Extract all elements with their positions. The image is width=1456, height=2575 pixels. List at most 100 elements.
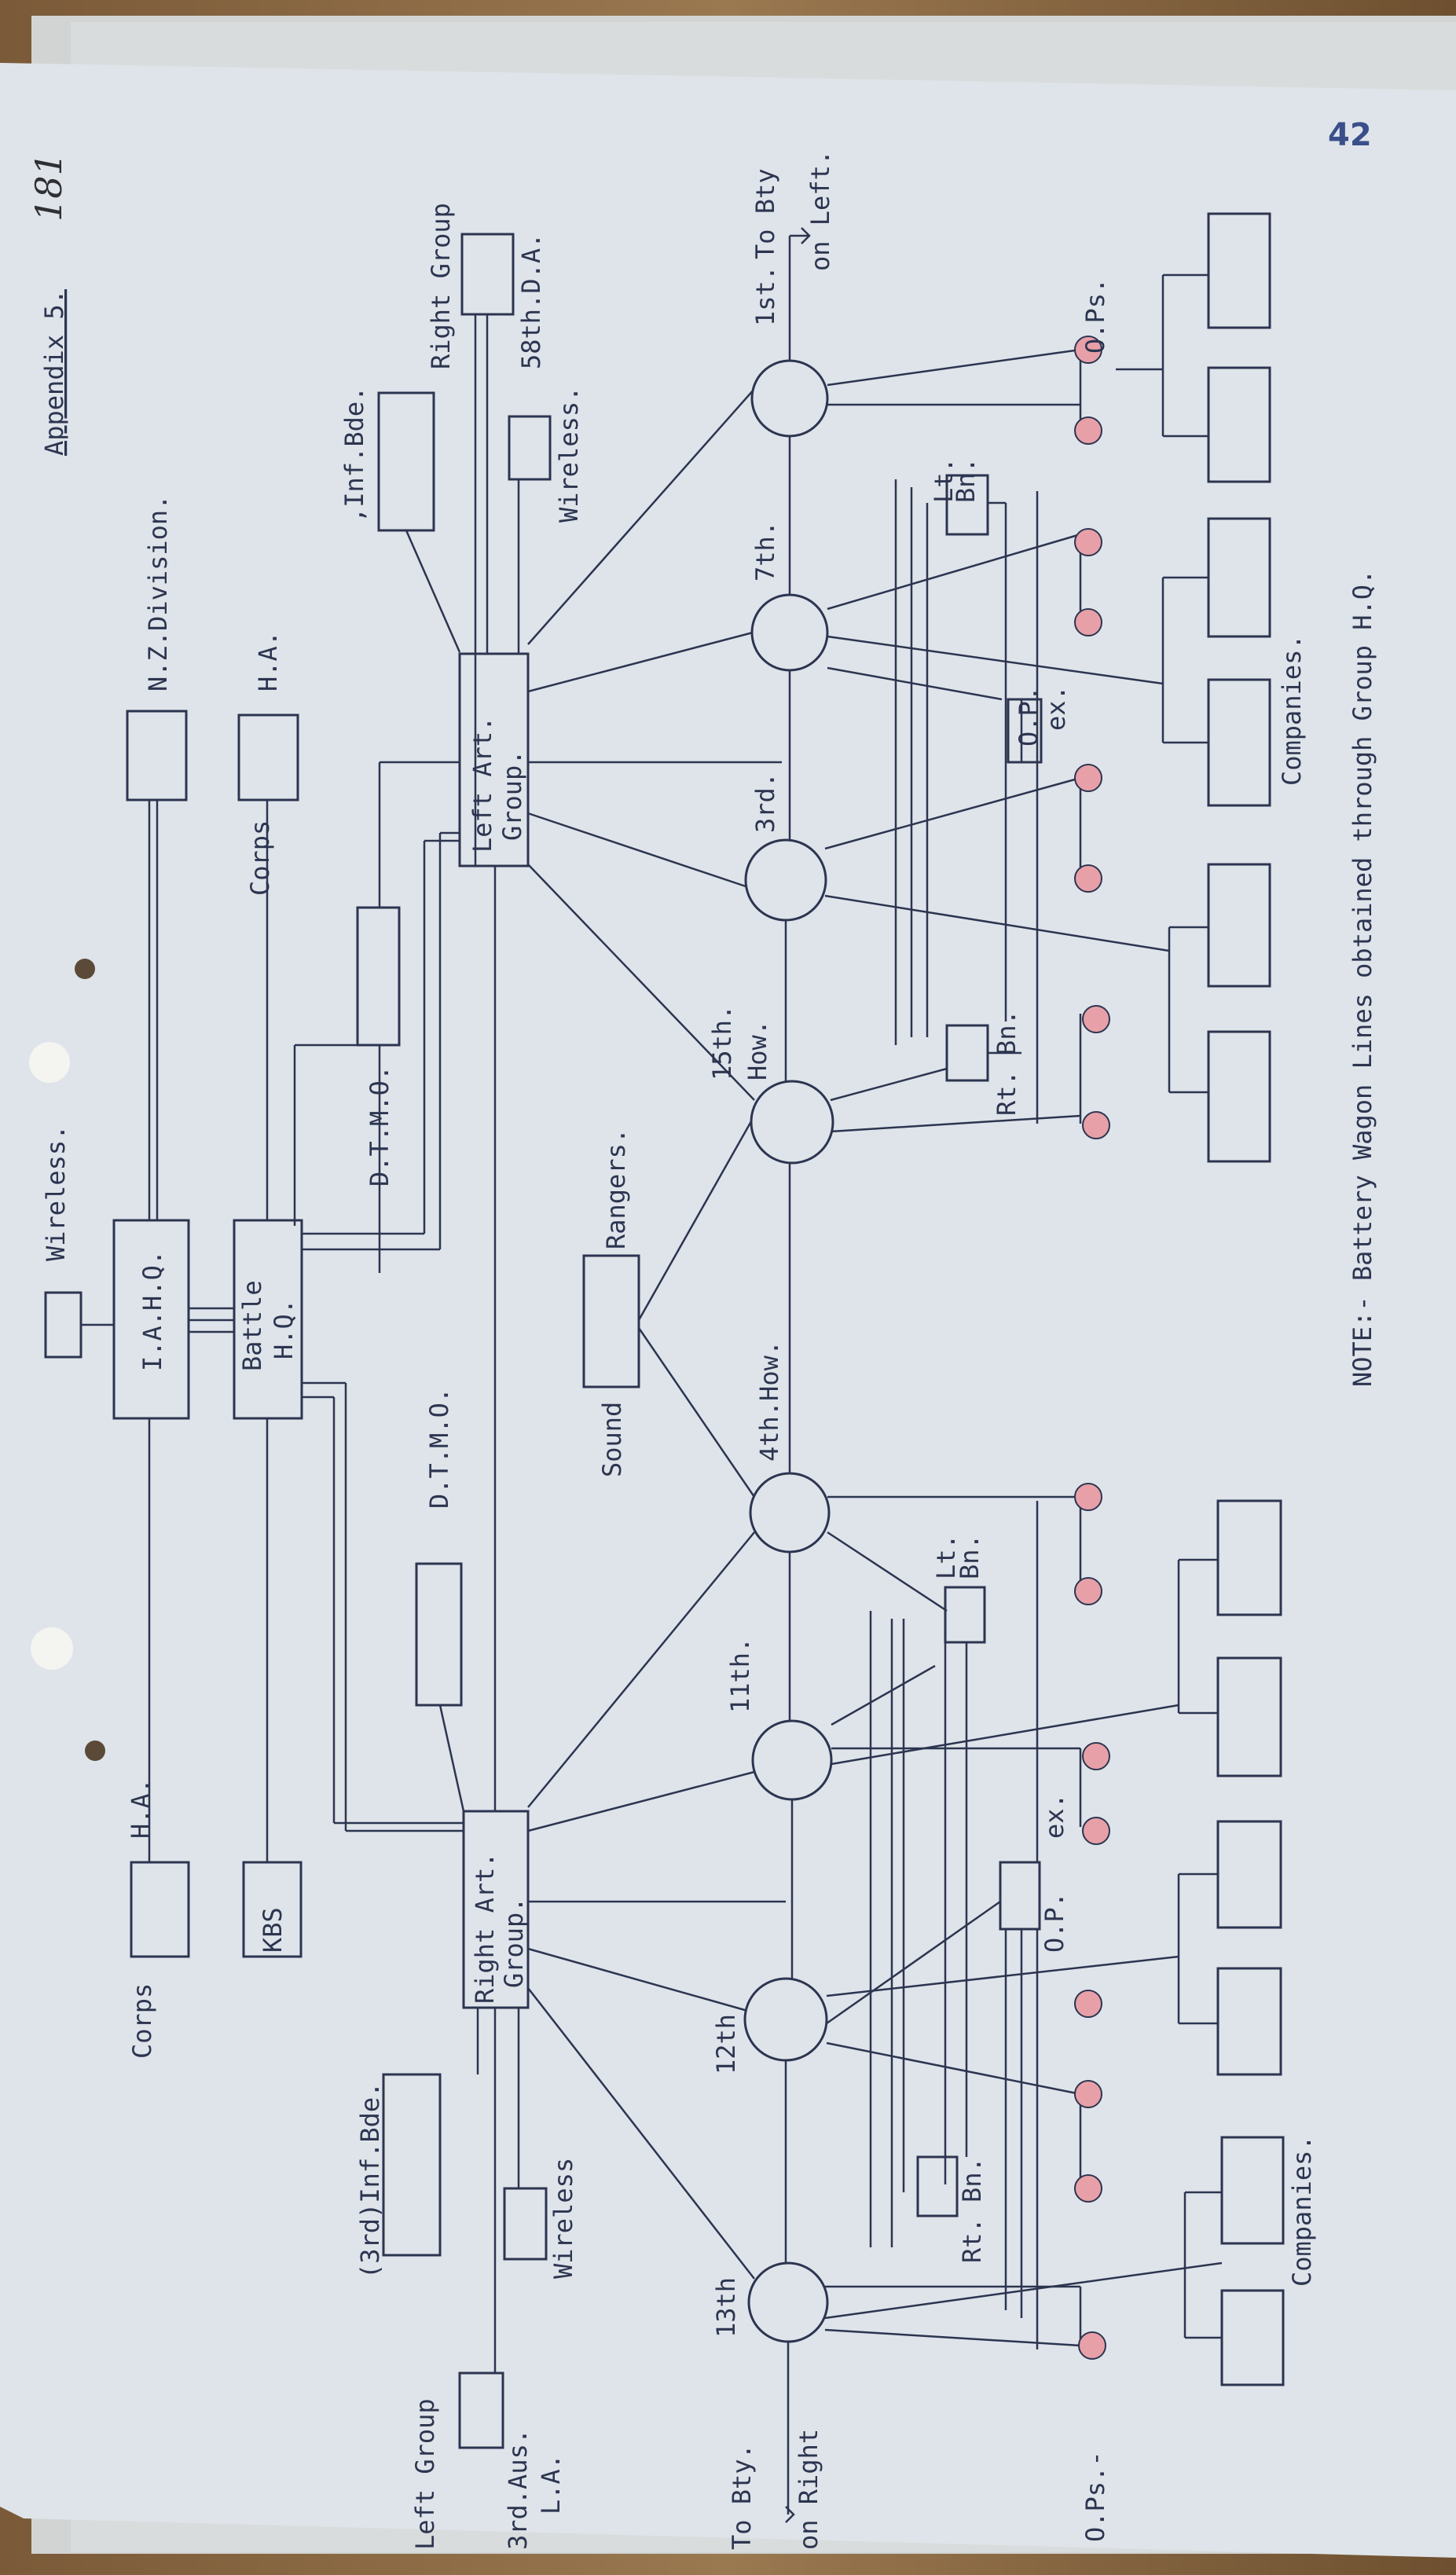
dtmo-upper-label: D.T.M.O. xyxy=(365,1066,394,1187)
corps-bottom-label: Corps xyxy=(127,1983,157,2059)
op-ex-lower-label-1: O.P. xyxy=(1040,1892,1069,1953)
telephone-line xyxy=(438,1704,465,1812)
telephone-line xyxy=(527,388,755,645)
op-ex-lower-label-2: ex. xyxy=(1040,1793,1069,1839)
op-markers xyxy=(1074,336,1110,2360)
to-bty-left-label-2: on Left. xyxy=(805,150,835,271)
kbs-box xyxy=(242,1861,303,1958)
iahq-box xyxy=(112,1219,190,1420)
op-marker xyxy=(1074,2174,1102,2203)
to-bty-right-label-1: To Bty. xyxy=(727,2444,757,2550)
ha-bottom-label: H.A. xyxy=(126,1778,156,1839)
to-bty-right-label-2: on Right xyxy=(794,2429,823,2550)
div-58-label: 58th.D.A. xyxy=(516,233,546,369)
lt-bn-upper-label-1: Lt. xyxy=(929,457,959,503)
dtmo-lower-label: D.T.M.O. xyxy=(424,1388,454,1509)
telephone-line xyxy=(527,812,751,890)
company-box xyxy=(1220,2136,1285,2245)
op-marker xyxy=(1074,2080,1102,2108)
battery-12th-label: 12th xyxy=(711,2014,741,2074)
ops-upper-label: O.Ps. xyxy=(1080,278,1110,354)
op-ex-upper-label-1: O.P. xyxy=(1014,686,1043,746)
wireless-box-top xyxy=(44,1291,83,1359)
nz-division-box xyxy=(126,710,188,801)
battery-13th-label: 13th xyxy=(711,2277,741,2338)
dtmo-upper-box xyxy=(356,906,401,1047)
company-box xyxy=(1207,863,1271,988)
company-box xyxy=(1207,1030,1271,1163)
telephone-line xyxy=(827,348,1081,387)
battery-15th-label-1: 15th. xyxy=(707,1005,737,1080)
company-box xyxy=(1207,366,1271,483)
wireless-upper-box xyxy=(508,415,552,481)
aus-3rd-label-2: L.A. xyxy=(536,2454,566,2514)
wireless-label-top: Wireless. xyxy=(41,1125,71,1261)
telephone-line xyxy=(527,1531,755,1808)
right-group-label: Right Group xyxy=(426,203,456,369)
binder-hole xyxy=(31,1627,73,1670)
aus-3rd-box xyxy=(458,2371,504,2449)
battery-15th-label-2: How. xyxy=(743,1020,772,1080)
company-box xyxy=(1220,2289,1285,2386)
left-art-group-box xyxy=(458,652,530,868)
appendix-title: Appendix 5. xyxy=(39,289,69,456)
telephone-line xyxy=(527,1987,755,2280)
to-bty-left-label-1: To Bty xyxy=(750,168,780,259)
ha-top-label: H.A. xyxy=(253,631,283,691)
lt-bn-lower-label-1: Lt. xyxy=(931,1534,961,1579)
op-marker xyxy=(1074,764,1102,792)
telephone-line xyxy=(831,1704,1179,1766)
battery-circles xyxy=(743,359,834,2343)
rangers-box xyxy=(582,1254,640,1388)
rt-bn-lower-box xyxy=(916,2155,959,2217)
paper-sheet xyxy=(0,63,1456,2558)
telephone-line xyxy=(827,635,1164,685)
corps-top-label: Corps xyxy=(245,820,275,896)
telephone-line xyxy=(827,666,1003,701)
nz-division-label: N.Z.Division. xyxy=(143,495,173,691)
telephone-line xyxy=(637,1327,756,1498)
battery-12th xyxy=(743,1977,828,2062)
inf-bde-upper-box xyxy=(377,391,435,532)
telephone-line xyxy=(830,1114,1081,1133)
op-marker xyxy=(1082,1817,1110,1845)
battle-hq-label-1: Battle xyxy=(237,1280,267,1371)
battery-7th xyxy=(750,593,829,672)
ops-lower-label: O.Ps.- xyxy=(1080,2451,1110,2542)
iahq-label: I.A.H.Q. xyxy=(138,1250,167,1371)
telephone-line xyxy=(826,1900,1001,2025)
kbs-label: KBS xyxy=(258,1907,288,1953)
left-group-label: Left Group xyxy=(410,2398,440,2550)
telephone-lines xyxy=(81,227,1223,2523)
telephone-line xyxy=(827,1531,948,1612)
op-marker xyxy=(1074,336,1102,364)
right-art-group-box xyxy=(462,1810,530,2009)
battery-11th xyxy=(751,1719,833,1801)
telephone-line xyxy=(527,631,754,693)
telephone-line xyxy=(527,1947,751,2013)
aus-3rd-label-1: 3rd.Aus. xyxy=(503,2429,533,2550)
op-marker xyxy=(1082,1111,1110,1139)
battery-4th-how xyxy=(749,1472,831,1553)
battle-hq-label-2: H.Q. xyxy=(269,1299,299,1359)
battery-3rd xyxy=(744,838,827,922)
op-marker xyxy=(1074,608,1102,636)
battery-1st-label: 1st. xyxy=(750,266,780,326)
right-art-group-label-1: Right Art. xyxy=(470,1852,500,2004)
note-text: NOTE:- Battery Wagon Lines obtained thro… xyxy=(1348,570,1377,1387)
boxes xyxy=(44,212,1285,2449)
arrow-icon xyxy=(785,2506,795,2523)
battery-13th xyxy=(747,2261,829,2343)
sound-label: Sound xyxy=(597,1402,627,1477)
page-number: 42 xyxy=(1328,117,1372,153)
company-box xyxy=(1207,678,1271,807)
company-box xyxy=(1216,1499,1282,1616)
telephone-line xyxy=(831,1664,936,1726)
wireless-lower-box xyxy=(503,2187,548,2261)
op-marker xyxy=(1074,1990,1102,2018)
battery-4th-how-label: 4th.How. xyxy=(754,1341,784,1462)
inf-bde-lower-label: (3rd)Inf.Bde. xyxy=(355,2082,385,2279)
battery-11th-label: 11th. xyxy=(725,1638,755,1713)
telephone-line xyxy=(824,2261,1223,2320)
